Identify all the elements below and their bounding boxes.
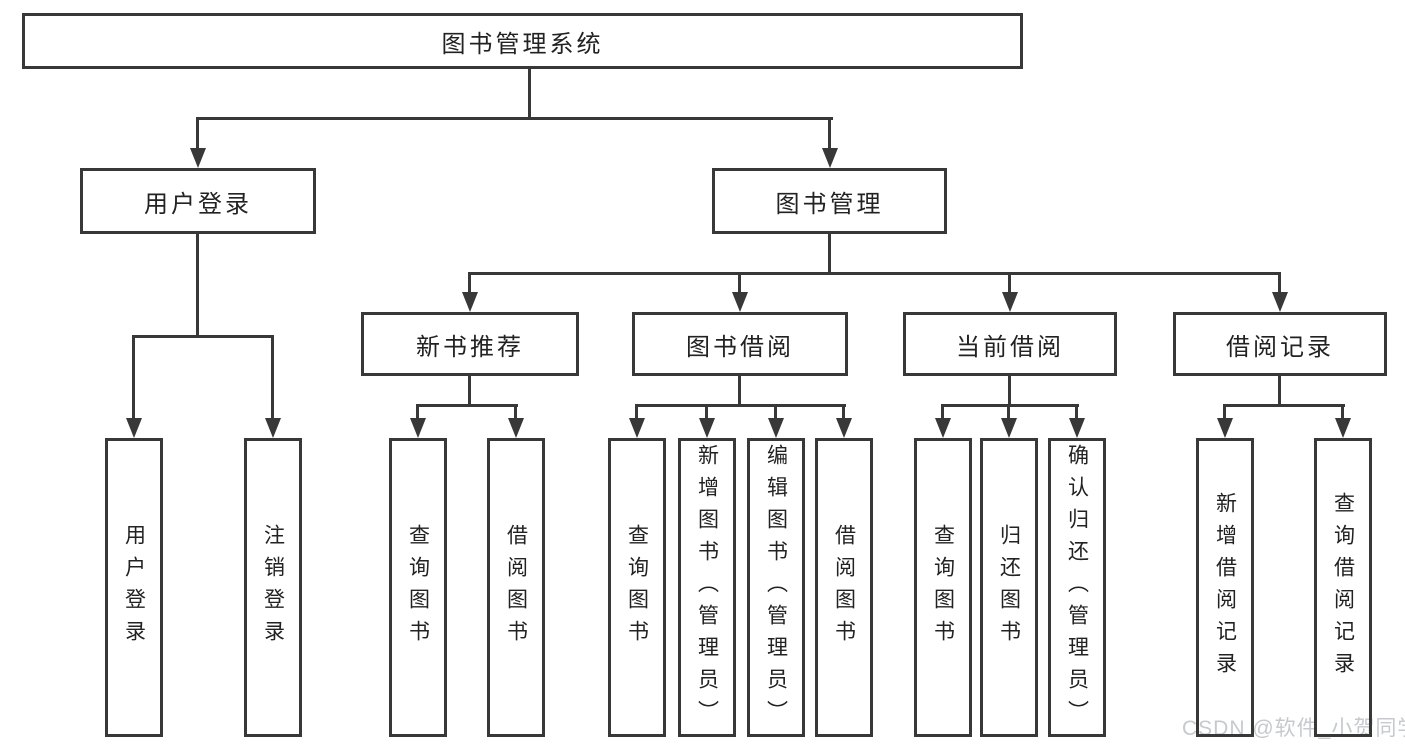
- connector-line: [132, 335, 274, 338]
- connector-arrowhead: [190, 148, 206, 168]
- leaf-borrow-books-recommend: 借阅图书: [487, 438, 545, 737]
- node-new-book-recommend: 新书推荐: [361, 312, 579, 376]
- connector-line: [1223, 404, 1226, 420]
- connector-arrowhead: [699, 418, 715, 438]
- connector-line: [1278, 272, 1281, 294]
- leaf-add-book-admin: 新增图书（管理员）: [678, 438, 736, 737]
- connector-line: [941, 404, 1079, 407]
- node-user-login: 用户登录: [80, 168, 316, 234]
- connector-arrowhead: [1335, 418, 1351, 438]
- connector-line: [1278, 376, 1281, 406]
- node-book-borrowing: 图书借阅: [632, 312, 848, 376]
- node-label: 图书管理系统: [441, 30, 604, 58]
- node-label: 图书管理: [775, 190, 884, 218]
- leaf-label: 查询图书: [931, 523, 955, 652]
- connector-line: [1007, 404, 1010, 420]
- leaf-query-books-borrow: 查询图书: [608, 438, 666, 737]
- node-library-management-system: 图书管理系统: [22, 13, 1023, 69]
- node-label: 图书借阅: [686, 333, 794, 361]
- connector-arrowhead: [1001, 418, 1017, 438]
- connector-arrowhead: [768, 418, 784, 438]
- connector-arrowhead: [1217, 418, 1233, 438]
- node-current-borrowing: 当前借阅: [903, 312, 1117, 376]
- leaf-add-borrow-record: 新增借阅记录: [1196, 438, 1254, 737]
- connector-line: [705, 404, 708, 420]
- watermark: CSDN @软件_小贺同学: [1182, 717, 1405, 740]
- leaf-label: 编辑图书（管理员）: [764, 443, 788, 732]
- node-label: 借阅记录: [1226, 333, 1334, 361]
- connector-line: [196, 234, 199, 335]
- node-book-management: 图书管理: [712, 168, 947, 234]
- leaf-label: 借阅图书: [504, 523, 528, 652]
- connector-line: [941, 404, 944, 420]
- connector-line: [1075, 404, 1078, 420]
- node-borrowing-records: 借阅记录: [1173, 312, 1387, 376]
- leaf-label: 注销登录: [261, 523, 285, 652]
- connector-line: [635, 404, 638, 420]
- leaf-label: 新增图书（管理员）: [695, 443, 719, 732]
- leaf-query-books-recommend: 查询图书: [389, 438, 447, 737]
- leaf-user-login: 用户登录: [105, 438, 163, 737]
- connector-line: [196, 117, 833, 120]
- leaf-label: 查询借阅记录: [1331, 491, 1355, 684]
- connector-line: [196, 117, 199, 151]
- leaf-edit-book-admin: 编辑图书（管理员）: [747, 438, 805, 737]
- leaf-return-books: 归还图书: [980, 438, 1038, 737]
- connector-line: [635, 404, 846, 407]
- connector-arrowhead: [935, 418, 951, 438]
- node-label: 新书推荐: [416, 333, 524, 361]
- leaf-label: 查询图书: [625, 523, 649, 652]
- connector-arrowhead: [732, 292, 748, 312]
- connector-line: [774, 404, 777, 420]
- leaf-logout: 注销登录: [244, 438, 302, 737]
- connector-arrowhead: [1272, 292, 1288, 312]
- connector-arrowhead: [508, 418, 524, 438]
- node-label: 用户登录: [144, 190, 252, 218]
- node-label: 当前借阅: [956, 333, 1064, 361]
- connector-arrowhead: [265, 418, 281, 438]
- connector-line: [468, 272, 1281, 275]
- connector-line: [1223, 404, 1345, 407]
- leaf-label: 新增借阅记录: [1213, 491, 1237, 684]
- connector-line: [738, 272, 741, 294]
- connector-line: [271, 335, 274, 420]
- connector-arrowhead: [1002, 292, 1018, 312]
- leaf-label: 查询图书: [406, 523, 430, 652]
- leaf-query-borrow-record: 查询借阅记录: [1314, 438, 1372, 737]
- connector-line: [468, 376, 471, 406]
- connector-arrowhead: [629, 418, 645, 438]
- connector-line: [738, 376, 741, 406]
- connector-arrowhead: [1069, 418, 1085, 438]
- connector-line: [1008, 272, 1011, 294]
- connector-line: [468, 272, 471, 294]
- connector-arrowhead: [126, 418, 142, 438]
- connector-line: [514, 404, 517, 420]
- connector-line: [1341, 404, 1344, 420]
- leaf-label: 借阅图书: [832, 523, 856, 652]
- connector-arrowhead: [462, 292, 478, 312]
- leaf-query-books-current: 查询图书: [914, 438, 972, 737]
- connector-line: [842, 404, 845, 420]
- connector-line: [416, 404, 419, 420]
- leaf-confirm-return-admin: 确认归还（管理员）: [1048, 438, 1106, 737]
- connector-line: [528, 69, 531, 117]
- leaf-borrow-books: 借阅图书: [815, 438, 873, 737]
- connector-line: [828, 234, 831, 272]
- connector-arrowhead: [822, 148, 838, 168]
- connector-line: [132, 335, 135, 420]
- leaf-label: 归还图书: [997, 523, 1021, 652]
- connector-arrowhead: [836, 418, 852, 438]
- connector-line: [828, 117, 831, 151]
- leaf-label: 确认归还（管理员）: [1065, 443, 1089, 732]
- connector-line: [1008, 376, 1011, 406]
- leaf-label: 用户登录: [122, 523, 146, 652]
- connector-line: [416, 404, 518, 407]
- connector-arrowhead: [410, 418, 426, 438]
